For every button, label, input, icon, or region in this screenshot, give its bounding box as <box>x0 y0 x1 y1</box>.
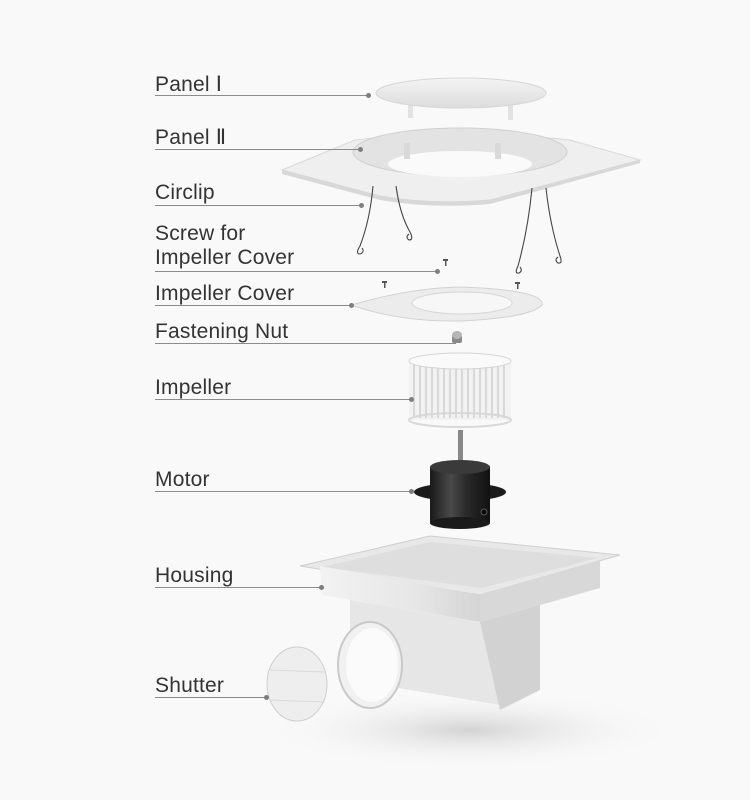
panel-2-part <box>280 127 642 206</box>
label-circlip: Circlip <box>155 181 215 204</box>
motor-part <box>414 430 506 529</box>
leader-line-impeller <box>155 399 411 400</box>
label-panel-2: Panel Ⅱ <box>155 126 227 149</box>
leader-line-impeller-cover <box>155 305 351 306</box>
leader-dot-shutter <box>264 695 269 700</box>
label-impeller-cover: Impeller Cover <box>155 282 295 305</box>
leader-line-panel-1 <box>155 95 368 96</box>
label-housing: Housing <box>155 564 234 587</box>
leader-dot-impeller <box>409 397 414 402</box>
label-screw-line-2: Impeller Cover <box>155 246 295 269</box>
panel-1-part <box>375 77 547 120</box>
impeller-part <box>408 352 512 428</box>
leader-dot-circlip <box>359 203 364 208</box>
leader-dot-screw <box>435 269 440 274</box>
label-fastening-nut: Fastening Nut <box>155 320 289 343</box>
leader-line-shutter <box>155 697 266 698</box>
leader-line-fastening-nut <box>155 343 456 344</box>
leader-dot-panel-1 <box>366 93 371 98</box>
leader-line-motor <box>155 491 411 492</box>
label-screw-line-1: Screw for <box>155 222 246 245</box>
impeller-cover-part <box>349 286 543 322</box>
label-impeller: Impeller <box>155 376 232 399</box>
shutter-part <box>266 646 328 722</box>
fastening-nut-part <box>452 331 462 343</box>
leader-dot-housing <box>319 585 324 590</box>
circlip-part <box>356 185 562 274</box>
leader-line-screw <box>155 271 437 272</box>
leader-line-panel-2 <box>155 149 360 150</box>
leader-dot-panel-2 <box>358 147 363 152</box>
leader-line-circlip <box>155 205 361 206</box>
screw-part <box>382 259 520 289</box>
label-panel-1: Panel Ⅰ <box>155 73 223 96</box>
housing-part <box>299 535 621 710</box>
leader-dot-motor <box>409 489 414 494</box>
leader-line-housing <box>155 587 321 588</box>
label-shutter: Shutter <box>155 674 225 697</box>
label-motor: Motor <box>155 468 210 491</box>
leader-dot-impeller-cover <box>349 303 354 308</box>
